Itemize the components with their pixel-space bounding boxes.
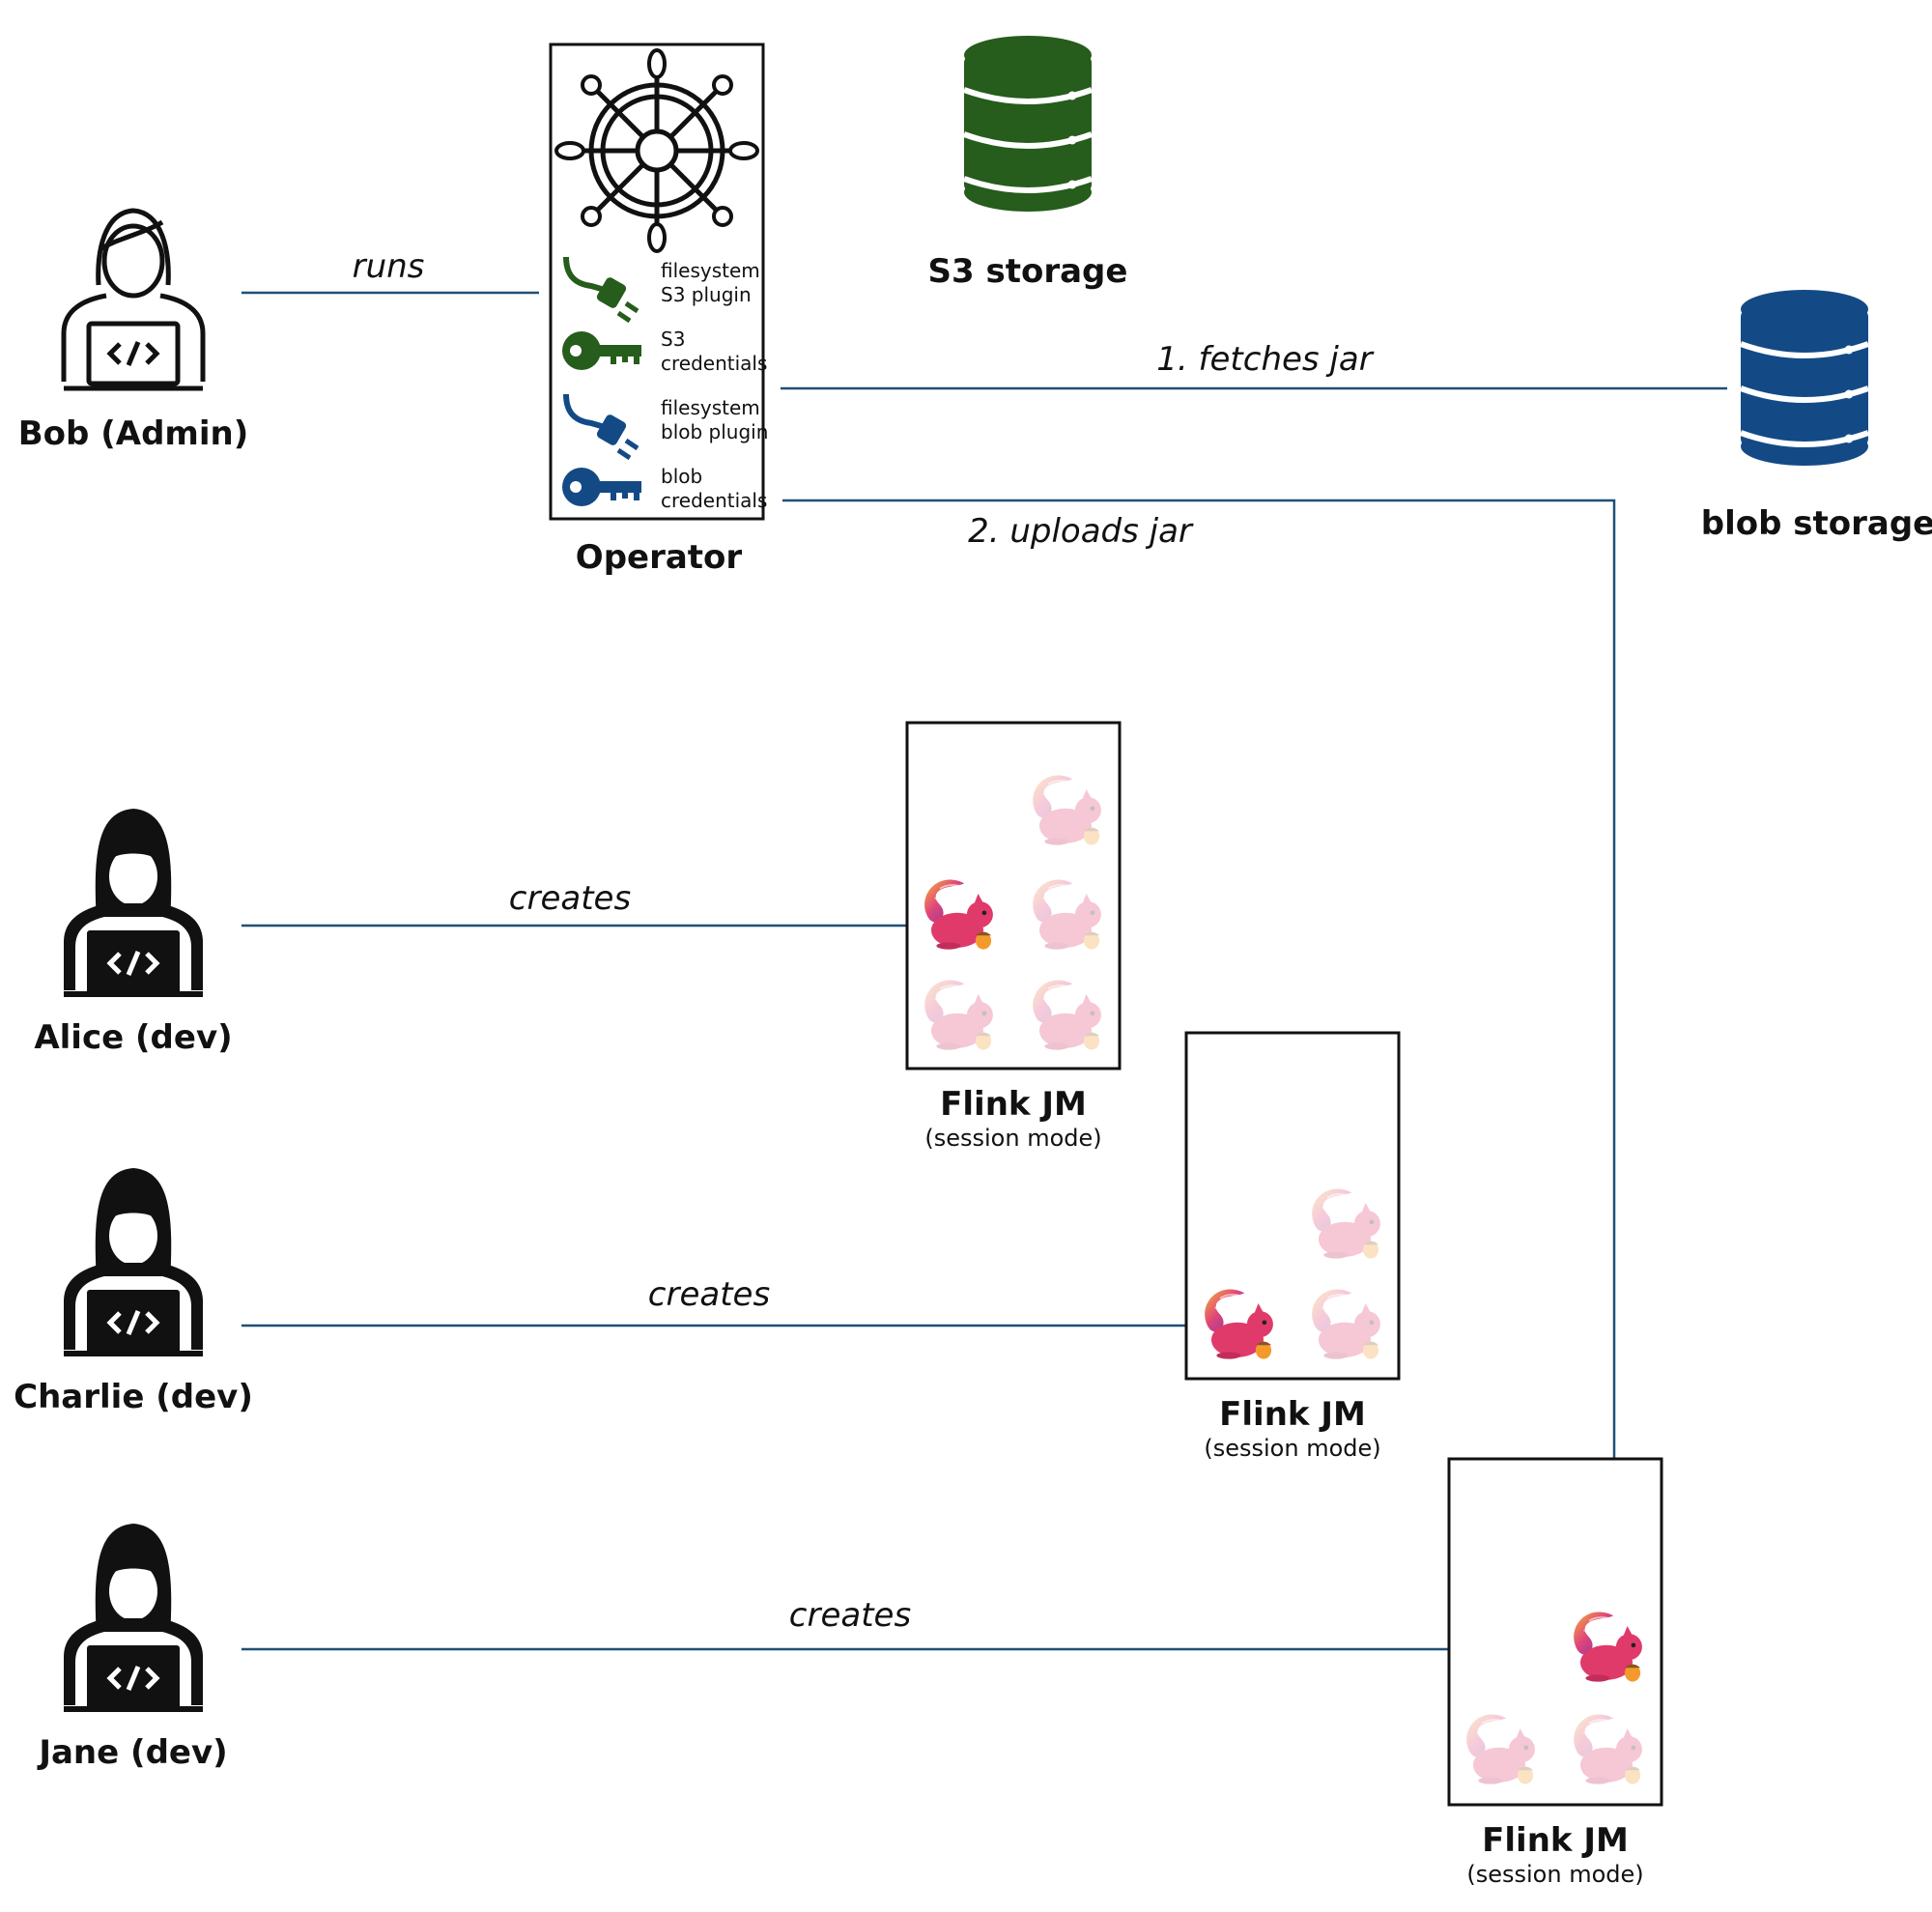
person-charlie: Charlie (dev) <box>14 1168 253 1416</box>
jane-creates-label: creates <box>789 1596 911 1635</box>
flink-jm-charlie: Flink JM (session mode) <box>1184 1031 1401 1462</box>
person-label: Jane (dev) <box>37 1733 227 1772</box>
jm-subtitle: (session mode) <box>1204 1435 1380 1462</box>
blob-plugin-line1: filesystem <box>661 396 760 419</box>
jm-title: Flink JM <box>1219 1395 1366 1434</box>
developer-icon <box>64 1524 203 1712</box>
operator-label: Operator <box>576 538 743 577</box>
jm-title: Flink JM <box>1482 1821 1629 1860</box>
flink-jm-alice: Flink JM (session mode) <box>905 721 1122 1152</box>
developer-icon <box>64 1168 203 1356</box>
s3-credentials-line1: S3 <box>661 328 685 351</box>
jm-subtitle: (session mode) <box>924 1125 1101 1152</box>
jm-title: Flink JM <box>940 1085 1087 1124</box>
person-alice: Alice (dev) <box>34 809 233 1057</box>
s3-plugin-line1: filesystem <box>661 259 760 282</box>
blob-credentials-line1: blob <box>661 465 702 488</box>
blob-plugin-line2: blob plugin <box>661 420 768 443</box>
runs-label: runs <box>353 247 425 286</box>
uploads-jar-edge <box>782 499 1616 1467</box>
blob-credentials-line2: credentials <box>661 489 767 512</box>
uploads-jar-label: 2. uploads jar <box>968 512 1194 551</box>
charlie-creates-label: creates <box>648 1275 770 1314</box>
developer-icon <box>64 809 203 997</box>
s3-storage: S3 storage <box>928 36 1128 291</box>
person-label: Alice (dev) <box>34 1018 232 1057</box>
ship-wheel-icon <box>554 48 759 253</box>
operator: filesystem S3 plugin S3 credentials file… <box>549 43 768 577</box>
s3-storage-label: S3 storage <box>928 252 1128 291</box>
s3-plugin-line2: S3 plugin <box>661 283 752 306</box>
fetches-jar-label: 1. fetches jar <box>1156 340 1374 379</box>
s3-credentials-line2: credentials <box>661 352 767 375</box>
person-label: Bob (Admin) <box>18 414 248 453</box>
flink-jm-jane: Flink JM (session mode) <box>1447 1457 1663 1888</box>
database-icon <box>1739 290 1870 466</box>
key-icon <box>562 331 641 370</box>
person-label: Charlie (dev) <box>14 1378 253 1416</box>
jm-subtitle: (session mode) <box>1466 1861 1643 1888</box>
blob-storage: blob storage <box>1701 290 1932 543</box>
database-icon <box>962 36 1094 212</box>
developer-icon <box>61 208 206 391</box>
blob-storage-label: blob storage <box>1701 504 1932 543</box>
connectors <box>242 291 1727 1651</box>
alice-creates-label: creates <box>509 879 631 918</box>
person-jane: Jane (dev) <box>37 1524 228 1772</box>
key-icon <box>562 468 641 506</box>
person-bob: Bob (Admin) <box>18 208 248 453</box>
plug-icon <box>563 393 639 461</box>
plug-icon <box>563 256 639 324</box>
